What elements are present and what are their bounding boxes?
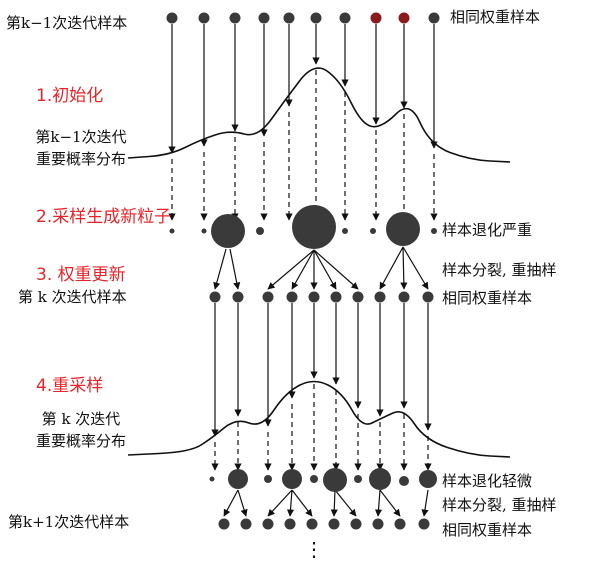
step-2-label: 2.采样生成新粒子 (36, 207, 172, 227)
sample-dot-k (374, 291, 386, 303)
sample-dot-k-minus-1 (258, 12, 270, 24)
same-weight-samples-label-1: 相同权重样本 (450, 8, 541, 26)
weighted-particle-k-plus-1 (323, 468, 347, 492)
weighted-particle-k-plus-1 (354, 475, 362, 483)
step-4-label: 4.重采样 (36, 376, 104, 396)
sample-dot-k (352, 291, 364, 303)
sample-dot-k-minus-1 (198, 12, 210, 24)
sample-dot-k (422, 291, 434, 303)
row-k-label: 第 k 次迭代样本 (18, 288, 127, 306)
resample-arrow (334, 489, 357, 517)
resample-arrow (237, 489, 248, 517)
sample-dot-k (308, 291, 320, 303)
sample-dot-k-plus-1 (262, 518, 274, 530)
resample-arrow (291, 249, 315, 290)
resample-arrow (286, 489, 295, 517)
resample-arrow (421, 489, 429, 517)
resample-arrow (400, 246, 408, 290)
same-weight-samples-label-2: 相同权重样本 (442, 289, 533, 307)
resample-arrow (374, 489, 383, 517)
dist-k-minus-1-label-line1: 第k−1次迭代 (35, 128, 127, 146)
sample-dot-k-minus-1 (370, 12, 382, 24)
resample-arrow (379, 246, 404, 290)
weighted-particle-k-plus-1 (399, 476, 409, 486)
sample-dot-k-minus-1 (310, 12, 322, 24)
weighted-particle-k (169, 228, 175, 234)
sample-dot-k-plus-1 (218, 518, 230, 530)
split-resample-label-1: 样本分裂, 重抽样 (442, 261, 557, 279)
sample-dot-k (232, 291, 244, 303)
sample-dot-k-plus-1 (394, 518, 406, 530)
sample-dot-k-plus-1 (240, 518, 252, 530)
sample-dot-k-plus-1 (350, 518, 362, 530)
weighted-particle-k (386, 212, 420, 246)
dist-k-minus-1-label-line2: 重要概率分布 (35, 150, 126, 168)
weighted-particle-k (370, 228, 376, 234)
dist-k-label-line2: 重要概率分布 (35, 432, 126, 450)
sample-dot-k-plus-1 (306, 518, 318, 530)
sample-dot-k-minus-1 (428, 12, 440, 24)
weighted-particle-k (431, 228, 437, 234)
degeneracy-severe-label: 样本退化严重 (442, 221, 533, 239)
resample-arrow (213, 248, 227, 290)
sample-dot-k-minus-1 (229, 12, 241, 24)
row-k-minus-1-label: 第k−1次迭代样本 (6, 14, 128, 32)
dist-k-label-line1: 第 k 次迭代 (41, 410, 121, 428)
resample-arrow (267, 249, 315, 290)
sample-dot-k-plus-1 (418, 518, 430, 530)
importance-curve-k-minus-1 (127, 67, 511, 163)
sample-dot-k-plus-1 (372, 518, 384, 530)
weighted-particle-k (201, 228, 207, 234)
resample-arrow (313, 249, 337, 290)
resample-arrow (330, 489, 338, 517)
weighted-particle-k (211, 214, 245, 248)
weighted-particle-k (292, 205, 336, 249)
resample-arrow (229, 248, 241, 290)
sample-dot-k-plus-1 (328, 518, 340, 530)
sample-dot-k-minus-1 (283, 12, 295, 24)
resample-arrow (402, 246, 429, 290)
weighted-particle-k-plus-1 (228, 469, 248, 489)
step-1-label: 1.初始化 (36, 86, 104, 106)
sample-dot-k-plus-1 (284, 518, 296, 530)
sample-dot-k-minus-1 (398, 12, 410, 24)
resample-arrow (379, 489, 401, 517)
sample-dot-k (286, 291, 298, 303)
resample-arrow (291, 489, 313, 517)
importance-curve-k (127, 380, 511, 458)
weighted-particle-k-plus-1 (209, 476, 215, 482)
step-3-label: 3. 权重更新 (36, 265, 126, 285)
sample-dot-k (262, 291, 274, 303)
resample-arrow (313, 249, 359, 290)
sample-dot-k-minus-1 (339, 12, 351, 24)
sample-dot-k (209, 291, 221, 303)
weighted-particle-k-plus-1 (369, 468, 391, 490)
row-k-plus-1-label: 第k+1次迭代样本 (8, 513, 130, 531)
sample-dot-k (398, 291, 410, 303)
resample-arrow (267, 489, 293, 517)
weighted-particle-k-plus-1 (310, 475, 318, 483)
resample-arrow (223, 489, 239, 517)
same-weight-samples-label-3: 相同权重样本 (442, 521, 533, 539)
weighted-particle-k-plus-1 (419, 470, 437, 488)
weighted-particle-k (256, 227, 264, 235)
sample-dot-k-minus-1 (166, 12, 178, 24)
weighted-particle-k-plus-1 (264, 475, 272, 483)
sample-dot-k (330, 291, 342, 303)
weighted-particle-k (342, 228, 348, 234)
ellipsis-dots: ⋮ (304, 537, 324, 561)
split-resample-label-2: 样本分裂, 重抽样 (442, 496, 557, 514)
weighted-particle-k-plus-1 (282, 469, 302, 489)
degeneracy-slight-label: 样本退化轻微 (442, 472, 533, 490)
